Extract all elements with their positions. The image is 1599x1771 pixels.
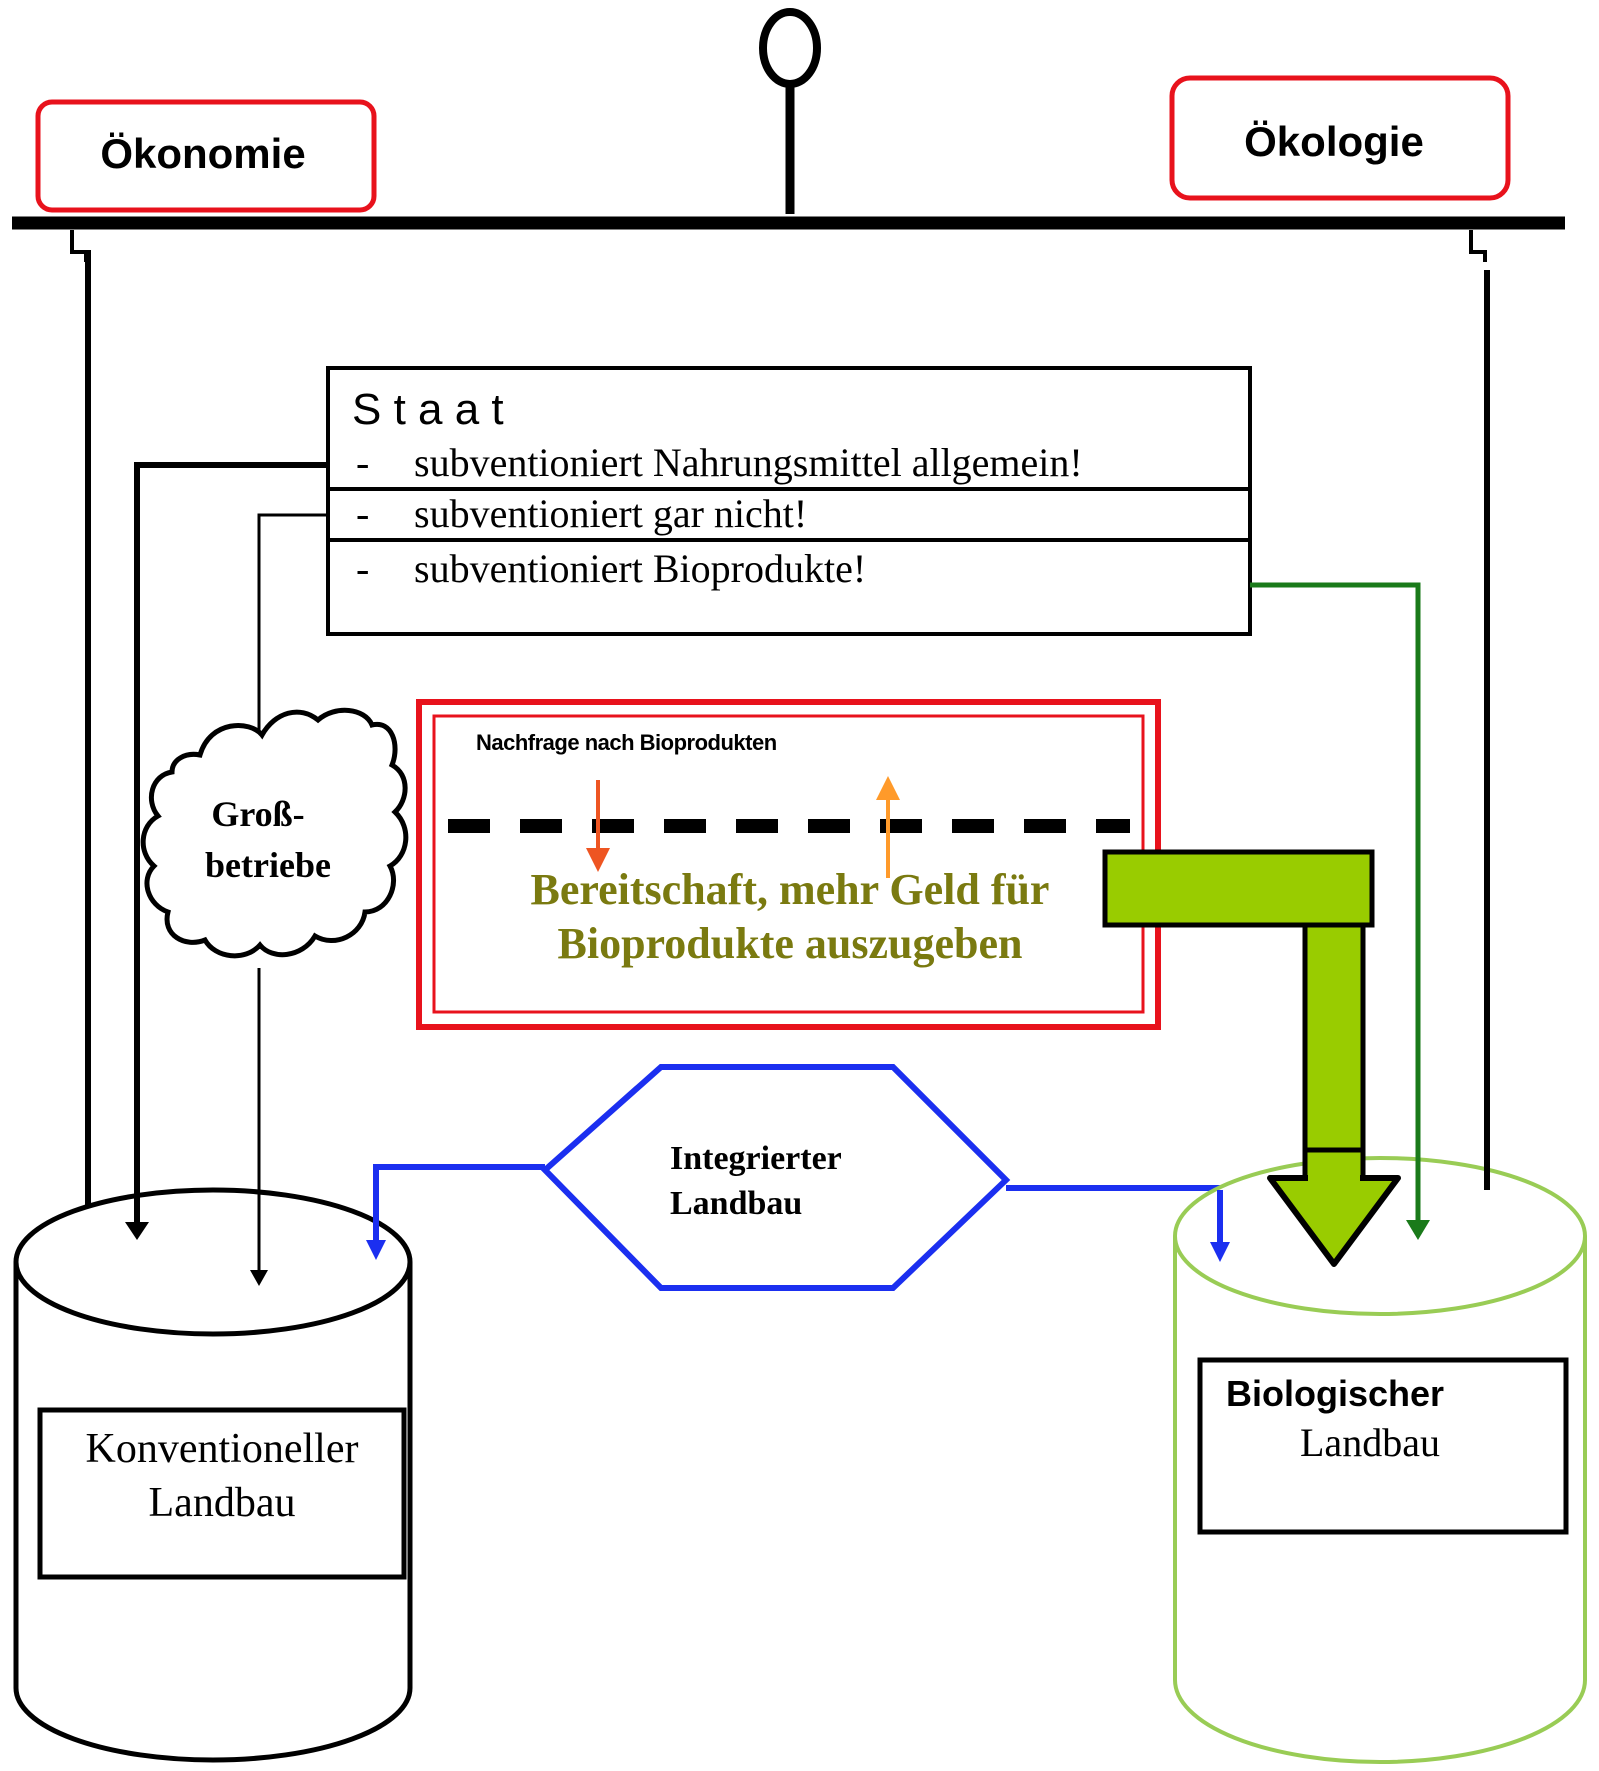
arrow-subsidy-bio-tip-head	[1406, 1220, 1430, 1240]
arrow-subsidy-none	[257, 513, 328, 733]
oekonomie-label: Ökonomie	[100, 130, 305, 177]
arrow-grossbetriebe-tip-head	[250, 1270, 268, 1286]
staat-box: S t a a t - subventioniert Nahrungsmitte…	[326, 366, 1252, 636]
cylinder-left-top	[13, 1187, 413, 1337]
hook-right-icon	[1469, 230, 1487, 262]
konventionell-label-line-1: Konventioneller	[86, 1426, 359, 1472]
oekologie-box	[1169, 75, 1511, 201]
arrow-subsidy-general	[134, 462, 328, 1230]
biologisch-label-line-2: Landbau	[1300, 1420, 1440, 1465]
balance-scale: Ökonomie Ökologie	[12, 8, 1565, 262]
staat-title: S t a a t	[352, 385, 504, 434]
oekonomie-box	[35, 99, 377, 213]
konventionell-label-line-2: Landbau	[149, 1480, 296, 1526]
demand-frame-outer	[416, 699, 1161, 1030]
arrow-hexagon-left	[373, 1164, 545, 1247]
hook-left-icon	[70, 230, 88, 262]
cylinder-right-top	[1173, 1156, 1587, 1316]
staat-bullet-3: -	[356, 546, 369, 591]
hanging-loop-icon	[759, 8, 821, 88]
demand-text-line-1: Bereitschaft, mehr Geld für	[531, 865, 1050, 914]
oekologie-label: Ökologie	[1244, 118, 1424, 165]
staat-frame	[326, 366, 1252, 636]
cloud-label-line-2: betriebe	[205, 845, 331, 885]
demand-box: Nachfrage nach Bioprodukten Bereitschaft…	[416, 699, 1161, 1030]
staat-bullet-2: -	[356, 491, 369, 536]
biologisch-label-line-1: Biologischer	[1226, 1373, 1444, 1414]
staat-item-3: subventioniert Bioprodukte!	[414, 546, 866, 591]
arrow-hexagon-left-tip-head	[366, 1240, 386, 1260]
cylinder-konventionell: Konventioneller Landbau	[13, 1187, 413, 1763]
arrow-subsidy-bio	[1250, 582, 1421, 1228]
staat-item-2: subventioniert gar nicht!	[414, 491, 807, 536]
biologisch-label-box	[1197, 1357, 1569, 1535]
arrow-down-orange-icon	[586, 780, 610, 872]
demand-text-line-2: Bioprodukte auszugeben	[558, 919, 1023, 968]
big-green-arrow-head	[1267, 1147, 1401, 1267]
arrow-hexagon-right-tip-head	[1210, 1242, 1230, 1262]
integrierter-landbau-hexagon: Integrierter Landbau	[366, 1064, 1230, 1291]
grossbetriebe-cloud: Groß- betriebe	[140, 707, 409, 959]
hexagon-label-line-1: Integrierter	[670, 1140, 842, 1177]
cloud-label-line-1: Groß-	[211, 794, 304, 834]
staat-item-1: subventioniert Nahrungsmittel allgemein!	[414, 440, 1083, 485]
staat-bullet-1: -	[356, 440, 369, 485]
hexagon-shape	[540, 1064, 1011, 1291]
hexagon-label-line-2: Landbau	[670, 1185, 802, 1222]
cloud-shape	[140, 707, 409, 959]
arrow-up-orange-icon	[876, 776, 900, 878]
demand-small-label: Nachfrage nach Bioprodukten	[476, 730, 777, 755]
konventionell-label-box	[37, 1407, 407, 1580]
cylinder-biologisch: Biologischer Landbau	[1173, 1156, 1587, 1764]
arrow-general-tip-head	[125, 1222, 149, 1240]
